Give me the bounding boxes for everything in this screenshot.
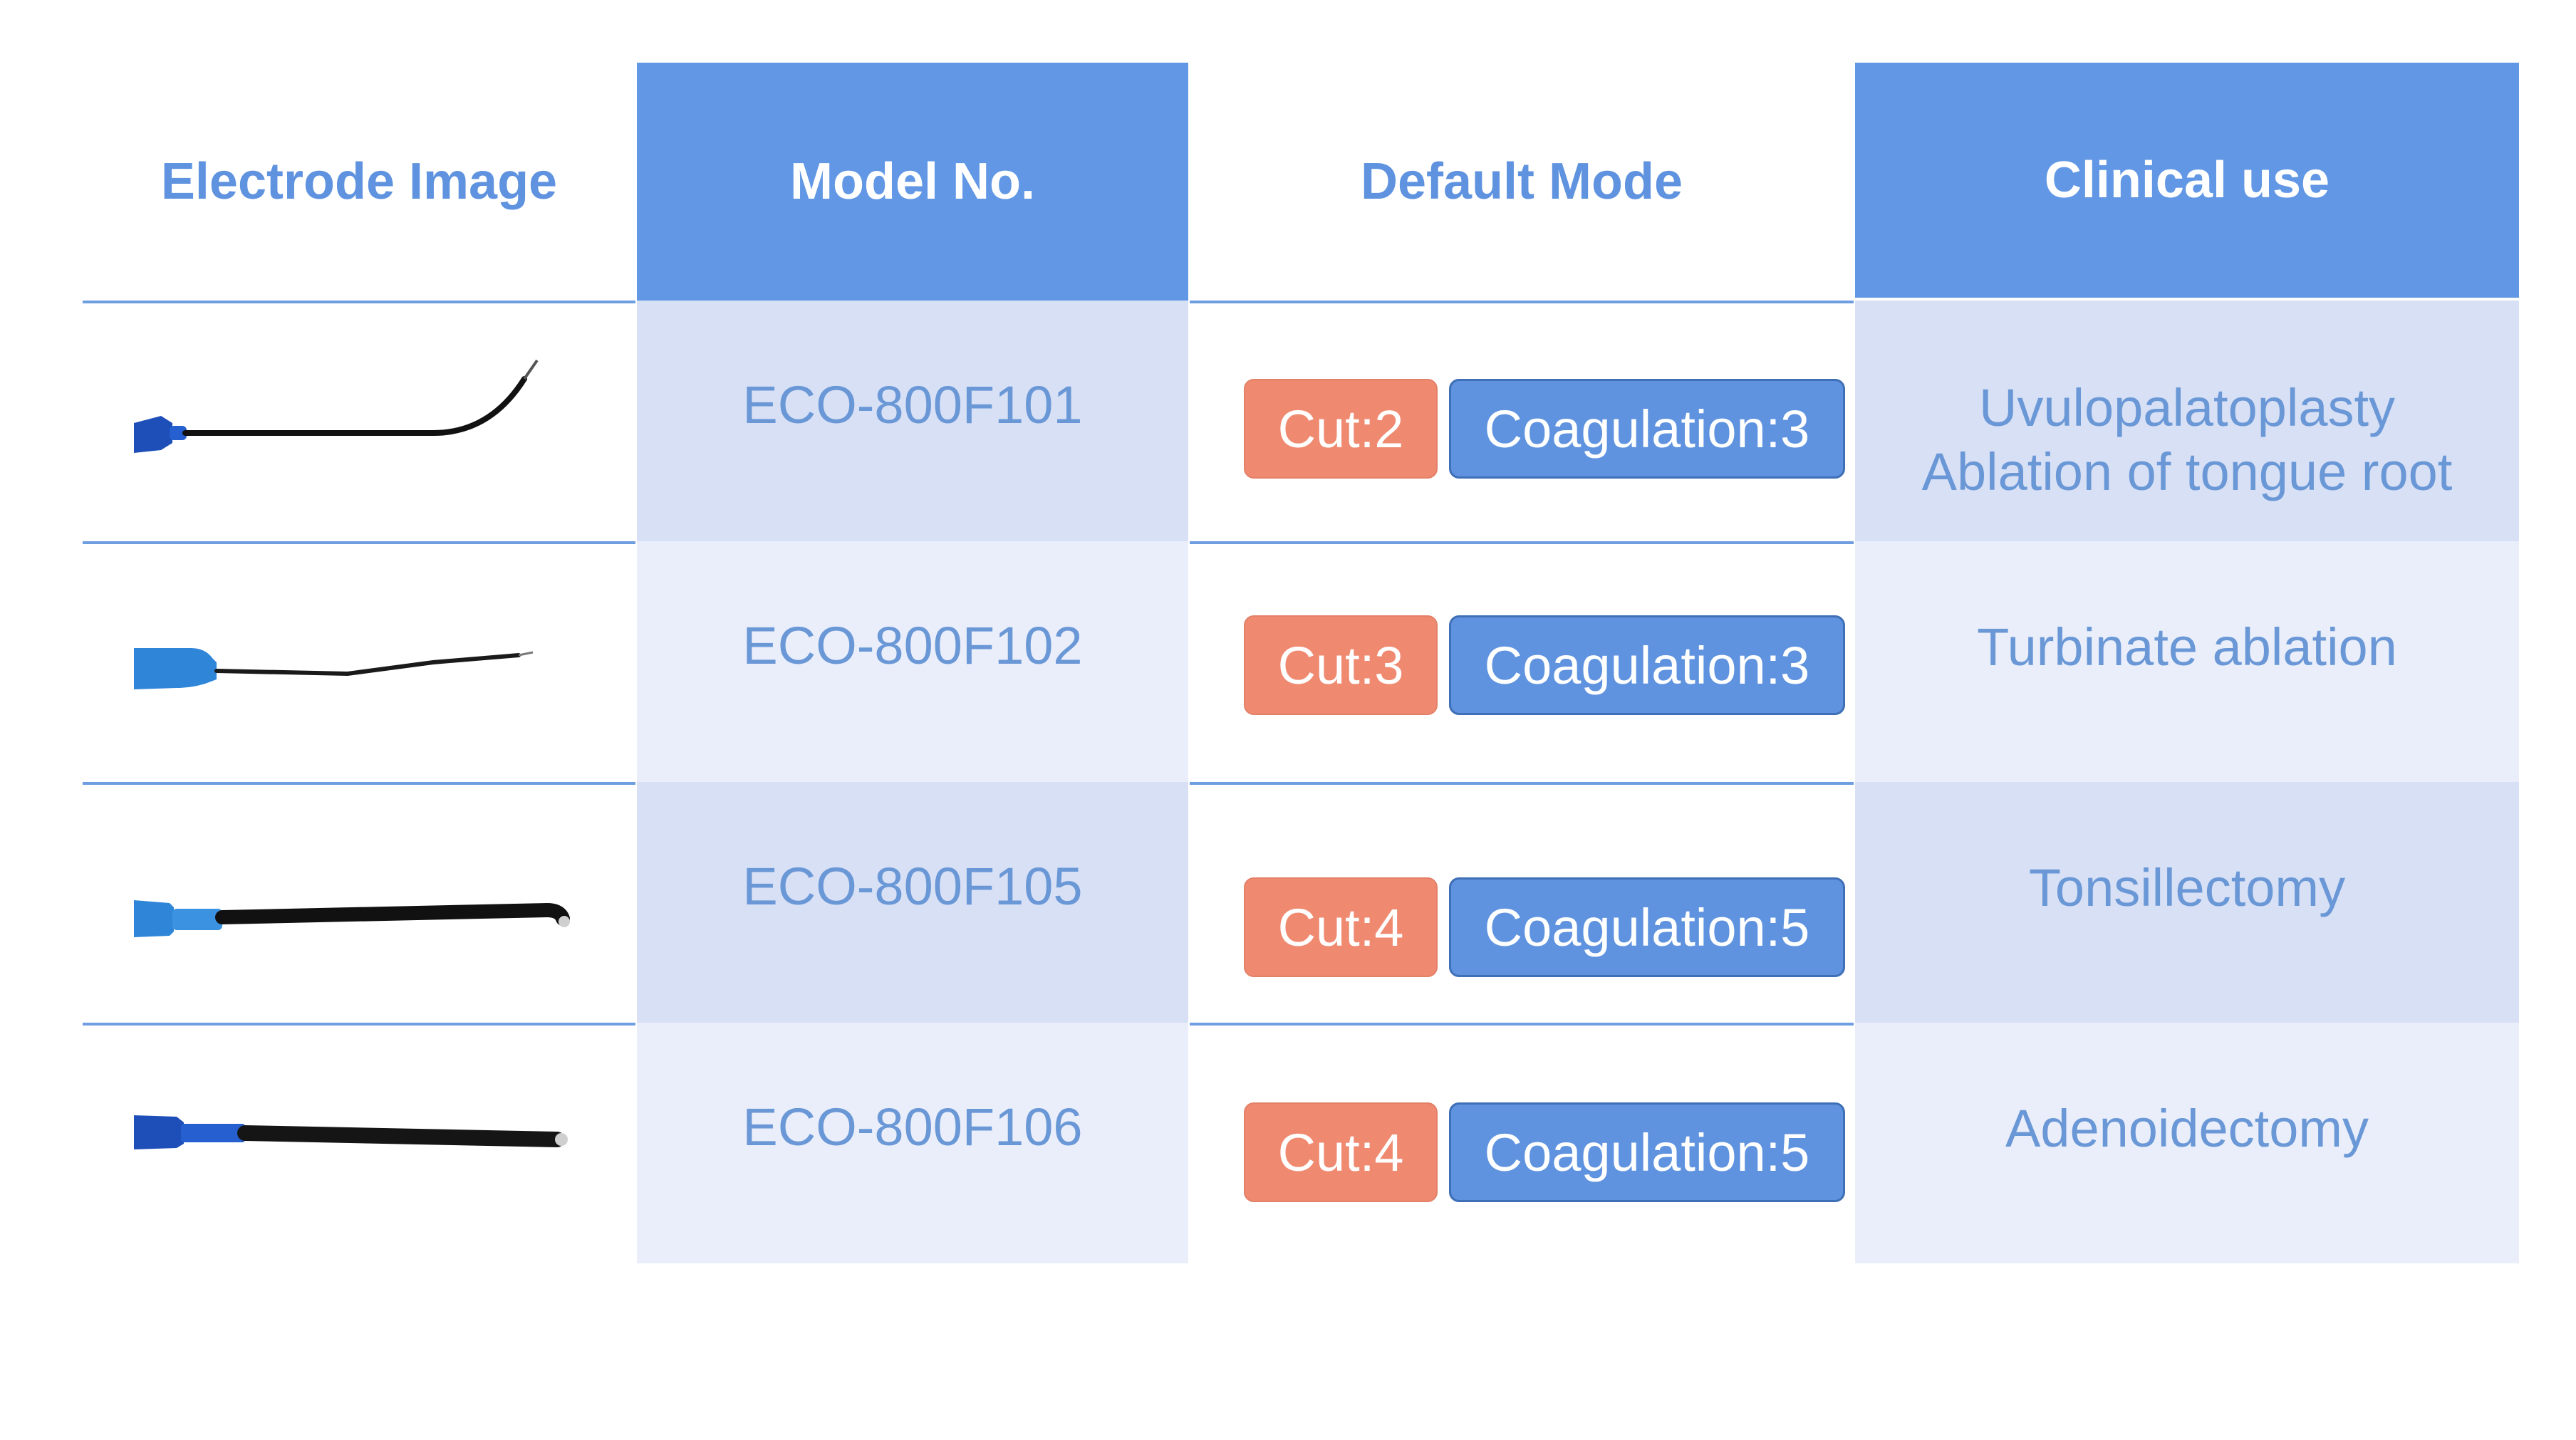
model-number: ECO-800F101 — [742, 375, 1083, 434]
cut-badge: Cut:4 — [1244, 1102, 1438, 1202]
cut-value: Cut:3 — [1277, 635, 1404, 695]
model-number: ECO-800F106 — [742, 1097, 1083, 1157]
electrode-image-cell — [83, 301, 635, 541]
row-divider — [1190, 541, 1854, 544]
coagulation-badge: Coagulation:3 — [1449, 615, 1845, 715]
model-cell: ECO-800F106 — [637, 1023, 1188, 1263]
coagulation-value: Coagulation:3 — [1484, 635, 1810, 695]
row-divider — [83, 1023, 635, 1026]
coagulation-value: Coagulation:3 — [1484, 399, 1810, 459]
clinical-use-line: Turbinate ablation — [1977, 617, 2397, 677]
cut-badge: Cut:2 — [1244, 379, 1438, 479]
clinical-use-line: Ablation of tongue root — [1921, 442, 2453, 501]
header-clinical-use: Clinical use — [1855, 63, 2519, 298]
cut-value: Cut:4 — [1277, 1122, 1404, 1182]
table-row: ECO-800F106 Cut:4 Coagulation:5 Adenoide… — [83, 1023, 2519, 1263]
table-row: ECO-800F105 Cut:4 Coagulation:5 Tonsille… — [83, 782, 2519, 1023]
default-mode-cell: Cut:4 Coagulation:5 — [1190, 782, 1854, 1023]
model-cell: ECO-800F101 — [637, 301, 1188, 541]
header-clinical-use-label: Clinical use — [2044, 152, 2330, 209]
electrode-image-cell — [83, 1023, 635, 1263]
clinical-use-line: Adenoidectomy — [2005, 1099, 2369, 1158]
row-divider — [1190, 782, 1854, 785]
model-number: ECO-800F105 — [742, 857, 1083, 916]
table-row: ECO-800F102 Cut:3 Coagulation:3 Turbinat… — [83, 541, 2519, 782]
header-default-mode-label: Default Mode — [1360, 153, 1683, 210]
clinical-use-line: Tonsillectomy — [2028, 858, 2346, 917]
cut-value: Cut:2 — [1277, 399, 1404, 459]
cut-badge: Cut:4 — [1244, 877, 1438, 977]
cut-badge: Cut:3 — [1244, 615, 1438, 715]
coagulation-value: Coagulation:5 — [1484, 897, 1810, 957]
clinical-use-cell: Turbinate ablation — [1855, 541, 2519, 782]
coagulation-value: Coagulation:5 — [1484, 1122, 1810, 1182]
model-cell: ECO-800F102 — [637, 541, 1188, 782]
model-cell: ECO-800F105 — [637, 782, 1188, 1023]
header-model-no-label: Model No. — [790, 153, 1035, 210]
default-mode-cell: Cut:2 Coagulation:3 — [1190, 301, 1854, 541]
model-number: ECO-800F102 — [742, 616, 1083, 675]
header-default-mode: Default Mode — [1190, 63, 1854, 301]
coagulation-badge: Coagulation:3 — [1449, 379, 1845, 479]
header-model-no: Model No. — [637, 63, 1188, 301]
clinical-use-line: Uvulopalatoplasty — [1978, 378, 2396, 437]
coagulation-badge: Coagulation:5 — [1449, 877, 1845, 977]
default-mode-cell: Cut:3 Coagulation:3 — [1190, 541, 1854, 782]
row-divider — [83, 541, 635, 544]
row-divider — [1190, 301, 1854, 303]
row-divider — [83, 782, 635, 785]
default-mode-cell: Cut:4 Coagulation:5 — [1190, 1023, 1854, 1263]
table-row: ECO-800F101 Cut:2 Coagulation:3 Uvulopal… — [83, 301, 2519, 541]
header-electrode-image: Electrode Image — [83, 63, 635, 301]
cut-value: Cut:4 — [1277, 897, 1404, 957]
clinical-use-cell: Tonsillectomy — [1855, 782, 2519, 1023]
coagulation-badge: Coagulation:5 — [1449, 1102, 1845, 1202]
row-divider — [1190, 1023, 1854, 1026]
header-electrode-image-label: Electrode Image — [160, 153, 558, 210]
clinical-use-cell: Adenoidectomy — [1855, 1023, 2519, 1263]
needle-tip-electrode-icon — [134, 648, 534, 689]
curved-tip-electrode-icon — [134, 359, 539, 453]
straight-blunt-tip-electrode-icon — [134, 1115, 568, 1149]
row-divider — [83, 301, 635, 303]
clinical-use-cell: Uvulopalatoplasty Ablation of tongue roo… — [1855, 301, 2519, 541]
bent-blunt-tip-electrode-icon — [134, 900, 570, 937]
electrode-image-cell — [83, 782, 635, 1023]
electrode-image-cell — [83, 541, 635, 782]
